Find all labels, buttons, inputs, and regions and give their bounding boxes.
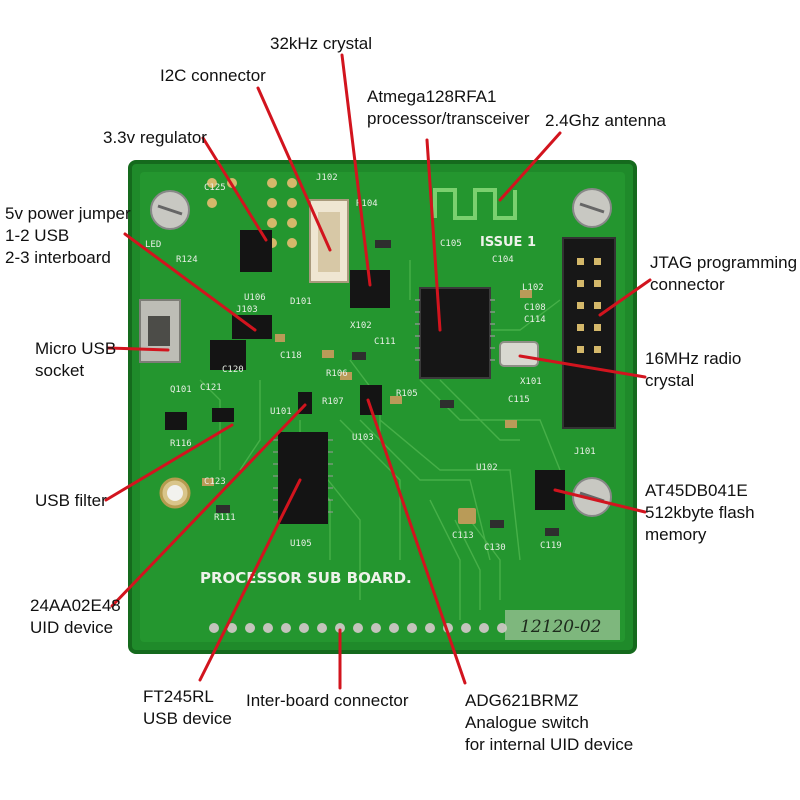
leader-usbfilter bbox=[104, 423, 234, 502]
silk-j103: J103 bbox=[236, 305, 258, 315]
silk-r104: R104 bbox=[356, 199, 378, 209]
silk-u105: U105 bbox=[290, 539, 312, 549]
silk-c121: C121 bbox=[200, 383, 222, 393]
silk-c111: C111 bbox=[374, 337, 396, 347]
silk-c125: C125 bbox=[204, 183, 226, 193]
silk-c120: C120 bbox=[222, 365, 244, 375]
leader-mcu bbox=[425, 138, 442, 332]
callout-power-jumper: 5v power jumper 1-2 USB 2-3 interboard bbox=[5, 204, 131, 267]
silk-c130: C130 bbox=[484, 543, 506, 553]
callout-ft245-usb-device: FT245RL USB device bbox=[143, 687, 232, 728]
leader-flash bbox=[553, 488, 647, 514]
callout-32khz-crystal: 32kHz crystal bbox=[270, 34, 373, 53]
callout-analogue-switch: ADG621BRMZ Analogue switch for internal … bbox=[465, 691, 634, 754]
silk-u101: U101 bbox=[270, 407, 292, 417]
callout-antenna: 2.4Ghz antenna bbox=[545, 111, 666, 130]
silk-r105: R105 bbox=[396, 389, 418, 399]
silk-q101: Q101 bbox=[170, 385, 192, 395]
silk-r106: R106 bbox=[326, 369, 348, 379]
callout-atmega-processor: Atmega128RFA1 processor/transceiver bbox=[367, 87, 530, 128]
callout-jtag-connector: JTAG programming connector bbox=[650, 253, 798, 294]
callout-uid-device: 24AA02E48 UID device bbox=[30, 596, 121, 637]
silk-u102: U102 bbox=[476, 463, 498, 473]
callout-i2c-connector: I2C connector bbox=[160, 66, 266, 85]
callout-usb-filter: USB filter bbox=[35, 491, 107, 510]
silk-c118: C118 bbox=[280, 351, 302, 361]
silk-r107: R107 bbox=[322, 397, 344, 407]
leader-uid bbox=[110, 403, 307, 608]
leader-antenna bbox=[498, 131, 562, 202]
leader-jtag bbox=[598, 278, 652, 317]
leader-i2c bbox=[256, 86, 332, 252]
board-title: PROCESSOR SUB BOARD. bbox=[200, 569, 412, 587]
handwritten-number: 12120-02 bbox=[520, 617, 601, 637]
silk-led: LED bbox=[145, 240, 161, 250]
silk-c104: C104 bbox=[492, 255, 514, 265]
leader-lines bbox=[104, 53, 652, 690]
issue-label: ISSUE 1 bbox=[480, 235, 536, 250]
silk-c115: C115 bbox=[508, 395, 530, 405]
leader-ft245 bbox=[198, 478, 302, 682]
callout-micro-usb: Micro USB socket bbox=[35, 339, 117, 380]
callout-flash-memory: AT45DB041E 512kbyte flash memory bbox=[645, 481, 755, 544]
leader-adg bbox=[366, 398, 467, 685]
silk-c105: C105 bbox=[440, 239, 462, 249]
silk-r116: R116 bbox=[170, 439, 192, 449]
silk-r124: R124 bbox=[176, 255, 198, 265]
leader-reg bbox=[201, 136, 268, 242]
callout-regulator: 3.3v regulator bbox=[103, 128, 207, 147]
silk-u103: U103 bbox=[352, 433, 374, 443]
silk-l102: L102 bbox=[522, 283, 544, 293]
leader-jumper bbox=[123, 232, 257, 332]
silk-j101: J101 bbox=[574, 447, 596, 457]
silk-c123: C123 bbox=[204, 477, 226, 487]
silk-c114: C114 bbox=[524, 315, 546, 325]
silk-c108: C108 bbox=[524, 303, 546, 313]
leader-crystal16m bbox=[518, 354, 647, 379]
silkscreen-labels: PROCESSOR SUB BOARD. ISSUE 1 12120-02 C1… bbox=[145, 173, 601, 637]
callout-16mhz-crystal: 16MHz radio crystal bbox=[645, 349, 742, 390]
silk-c113: C113 bbox=[452, 531, 474, 541]
silk-u106: U106 bbox=[244, 293, 266, 303]
leader-usb bbox=[106, 346, 170, 352]
silk-x101: X101 bbox=[520, 377, 542, 387]
silk-r111: R111 bbox=[214, 513, 236, 523]
silk-d101: D101 bbox=[290, 297, 312, 307]
silk-x102: X102 bbox=[350, 321, 372, 331]
silk-j102: J102 bbox=[316, 173, 338, 183]
callout-interboard-connector: Inter-board connector bbox=[246, 691, 409, 710]
silk-c119: C119 bbox=[540, 541, 562, 551]
pcb-board bbox=[128, 160, 637, 654]
leader-crystal32k bbox=[340, 53, 372, 287]
